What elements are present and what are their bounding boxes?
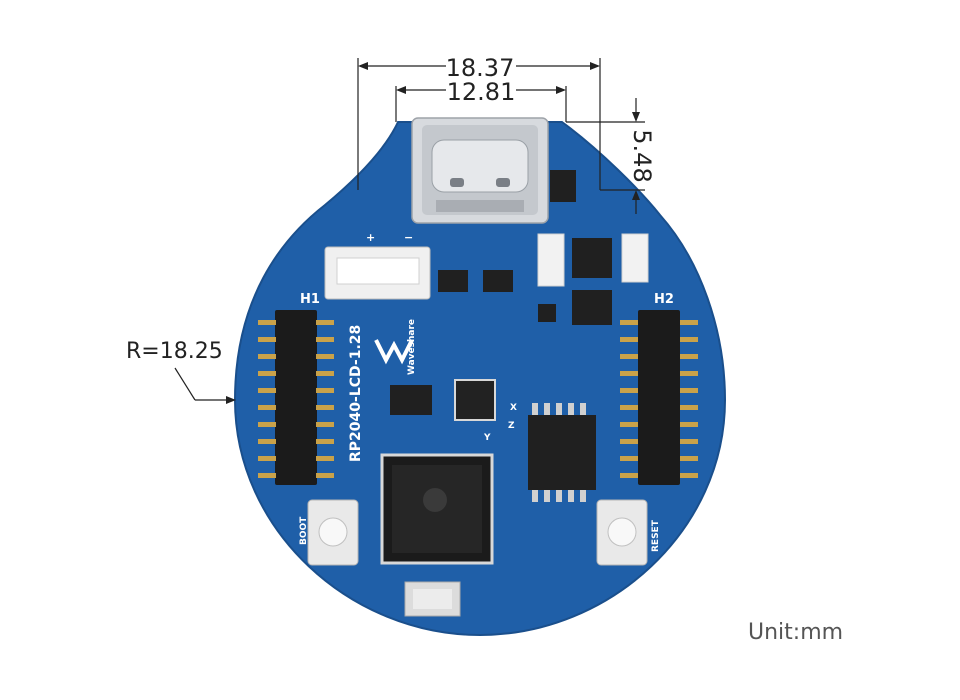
usb-c-connector	[411, 117, 549, 224]
crystal	[404, 581, 461, 617]
reset-button	[596, 499, 648, 566]
dimension-overall-width-label: 18.37	[446, 54, 515, 82]
boot-button	[307, 499, 359, 566]
header-h2	[620, 310, 698, 485]
transistor	[538, 304, 556, 322]
silk-boot-label: BOOT	[299, 516, 309, 545]
waveshare-logo	[374, 339, 414, 365]
led	[621, 233, 649, 283]
dimension-connector-width-label: 12.81	[447, 78, 516, 106]
diode	[550, 170, 576, 202]
mosfet-right	[483, 270, 513, 292]
header-h1	[258, 310, 334, 485]
flash-chip	[528, 403, 596, 502]
silk-h2-label: H2	[654, 292, 674, 307]
silk-plus: +	[366, 231, 375, 244]
imu-chip	[454, 379, 496, 421]
dimension-connector-width	[395, 86, 567, 122]
silk-axis-x: X	[510, 403, 517, 413]
silk-h1-label: H1	[300, 292, 320, 307]
inductor	[572, 290, 612, 325]
unit-label: Unit:mm	[748, 620, 843, 645]
silk-minus: −	[404, 231, 413, 244]
silk-axis-z: Z	[508, 421, 515, 431]
dimension-radius	[174, 367, 236, 404]
dimension-overall-width	[357, 58, 601, 190]
mosfet-left	[438, 270, 468, 292]
header-h1-pins	[258, 320, 334, 478]
header-h2-pins	[620, 320, 698, 478]
dimension-radius-label: R=18.25	[126, 339, 223, 364]
dimension-protrusion-label: 5.48	[628, 129, 656, 182]
small-ic	[390, 385, 432, 415]
dimension-protrusion	[566, 98, 645, 214]
rp2040-chip	[380, 453, 494, 565]
silk-reset-label: RESET	[651, 519, 661, 552]
capacitor	[537, 233, 565, 287]
small-components	[390, 170, 649, 415]
silk-board-name: RP2040-LCD-1.28	[348, 325, 364, 462]
battery-connector	[324, 246, 431, 300]
silk-brand: Waveshare	[407, 319, 417, 375]
regulator-chip	[572, 238, 612, 278]
silk-axis-y: Y	[483, 433, 491, 443]
